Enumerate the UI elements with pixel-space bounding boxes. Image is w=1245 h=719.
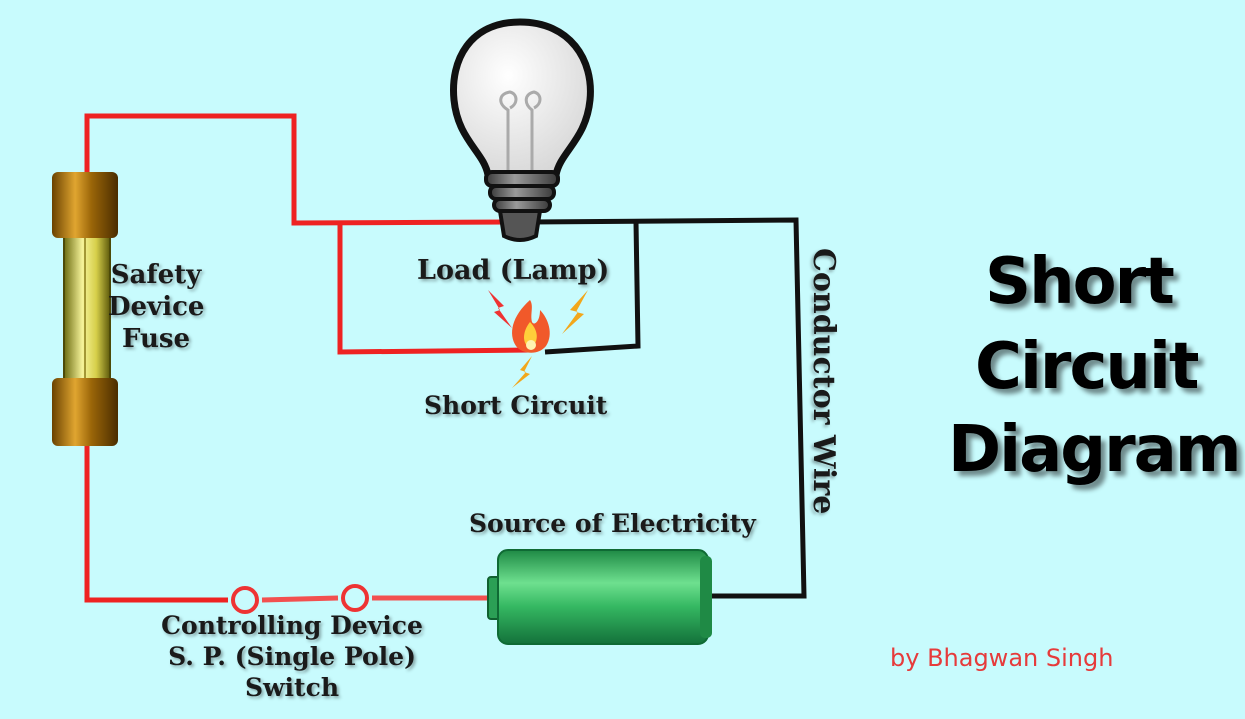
neutral-wire (529, 217, 807, 599)
fuse-label-line: Safety (110, 260, 202, 290)
title-line: Short (985, 245, 1175, 319)
switch-label-line: S. P. (Single Pole) (168, 642, 416, 671)
fuse-label-line: Device (108, 292, 205, 322)
switch-contact-icon[interactable] (341, 584, 369, 612)
spark-icon (512, 356, 532, 388)
fire-icon (512, 300, 550, 353)
fuse-label-line: Fuse (121, 324, 191, 354)
switch-wire (261, 595, 492, 603)
battery-icon (487, 549, 712, 645)
source-label: Source of Electricity (469, 509, 756, 538)
switch-label-line: Switch (244, 673, 340, 702)
switch-contact-icon[interactable] (231, 586, 259, 614)
spark-icon (562, 290, 588, 334)
title-line: Circuit (975, 330, 1199, 404)
load-label: Load (Lamp) (417, 255, 610, 286)
credit-text: by Bhagwan Singh (890, 644, 1114, 672)
conductor-label: Conductor Wire (806, 248, 841, 515)
fuse-icon (52, 172, 118, 446)
spark-icon (488, 290, 512, 328)
switch-label-line: Controlling Device (161, 611, 423, 640)
fuse-label: Safety Device Fuse (108, 262, 204, 352)
short-circuit-label: Short Circuit (424, 391, 608, 420)
lamp-icon (450, 18, 594, 242)
switch-label: Controlling Device S. P. (Single Pole) S… (150, 613, 434, 700)
live-wire (84, 113, 531, 603)
title-line: Diagram (948, 413, 1241, 487)
